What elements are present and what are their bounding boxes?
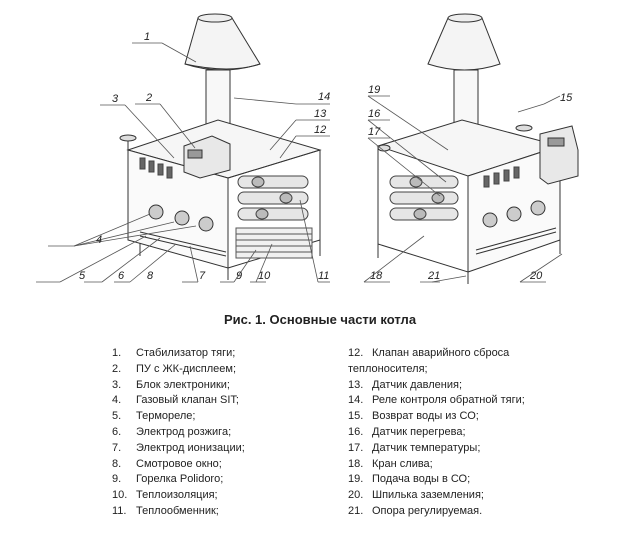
callout-7: 7 bbox=[199, 270, 206, 282]
legend-number: 3. bbox=[112, 378, 122, 391]
callout-18: 18 bbox=[370, 270, 383, 282]
legend-number: 7. bbox=[112, 441, 122, 454]
callout-16: 16 bbox=[368, 108, 381, 120]
callout-14: 14 bbox=[318, 91, 330, 103]
legend-item: 15. Возврат воды из СО; bbox=[348, 409, 588, 425]
legend-number: 5. bbox=[112, 410, 122, 423]
legend-number: 14. bbox=[348, 394, 364, 407]
callout-12: 12 bbox=[314, 124, 326, 136]
legend-number: 4. bbox=[112, 394, 122, 407]
legend-text: Электрод розжига; bbox=[136, 425, 232, 438]
legend-text: ПУ с ЖК-дисплеем; bbox=[136, 362, 237, 375]
legend-item: 6. Электрод розжига; bbox=[112, 425, 322, 441]
callout-21: 21 bbox=[427, 270, 440, 282]
callout-17: 17 bbox=[368, 126, 381, 138]
legend-item: 4. Газовый клапан SIT; bbox=[112, 393, 322, 409]
legend-number: 20. bbox=[348, 489, 364, 502]
legend-text: Датчик температуры; bbox=[372, 441, 481, 454]
callout-15: 15 bbox=[560, 92, 573, 104]
legend-text: Шпилька заземления; bbox=[372, 489, 484, 502]
legend-text: Подача воды в СО; bbox=[372, 473, 471, 486]
legend-text: Горелка Polidoro; bbox=[136, 473, 224, 486]
right-boiler-view bbox=[376, 13, 579, 284]
legend-number: 1. bbox=[112, 347, 122, 359]
legend-item: 3. Блок электроники; bbox=[112, 378, 322, 394]
legend-text: Теплообменник; bbox=[136, 504, 219, 517]
legend-number: 17. bbox=[348, 441, 364, 454]
legend-text: Термореле; bbox=[136, 410, 196, 423]
legend-number: 2. bbox=[112, 362, 122, 375]
legend-text: Смотровое окно; bbox=[136, 457, 222, 470]
legend-text: Блок электроники; bbox=[136, 378, 230, 391]
legend-item: 9. Горелка Polidoro; bbox=[112, 472, 322, 488]
legend-column-right: 12. Клапан аварийного сброса теплоносител… bbox=[348, 346, 588, 520]
legend-number: 11. bbox=[112, 504, 127, 517]
legend-item: 5. Термореле; bbox=[112, 409, 322, 425]
legend-item: 1. Стабилизатор тяги; bbox=[112, 346, 322, 362]
legend-text: Газовый клапан SIT; bbox=[136, 394, 239, 407]
legend-text: Реле контроля обратной тяги; bbox=[372, 394, 525, 407]
callout-6: 6 bbox=[118, 270, 125, 282]
legend-number: 12. bbox=[348, 347, 364, 359]
legend-item: 12. Клапан аварийного сброса теплоносител… bbox=[348, 346, 588, 378]
callout-20: 20 bbox=[529, 270, 543, 282]
legend-item: 18. Кран слива; bbox=[348, 457, 588, 473]
legend-item: 21. Опора регулируемая. bbox=[348, 504, 588, 520]
legend-text: Электрод ионизации; bbox=[136, 441, 245, 454]
legend-number: 18. bbox=[348, 457, 364, 470]
legend-text: Клапан аварийного сброса bbox=[372, 347, 510, 359]
legend-text: Датчик давления; bbox=[372, 378, 463, 391]
legend-text: Стабилизатор тяги; bbox=[136, 347, 236, 359]
legend-item: 19. Подача воды в СО; bbox=[348, 472, 588, 488]
callout-13: 13 bbox=[314, 108, 327, 120]
legend-item: 20. Шпилька заземления; bbox=[348, 488, 588, 504]
callout-8: 8 bbox=[147, 270, 154, 282]
legend-number: 8. bbox=[112, 457, 122, 470]
legend-number: 16. bbox=[348, 425, 364, 438]
legend-item: 8. Смотровое окно; bbox=[112, 457, 322, 473]
callout-9: 9 bbox=[236, 270, 242, 282]
legend-text-continued: теплоносителя; bbox=[348, 362, 428, 375]
callout-3: 3 bbox=[112, 93, 119, 105]
legend-number: 19. bbox=[348, 473, 364, 486]
legend-number: 6. bbox=[112, 425, 122, 438]
callout-10: 10 bbox=[258, 270, 271, 282]
legend-text: Возврат воды из СО; bbox=[372, 410, 479, 423]
legend-item: 7. Электрод ионизации; bbox=[112, 441, 322, 457]
legend-number: 10. bbox=[112, 489, 128, 502]
callout-5: 5 bbox=[79, 270, 86, 282]
legend-number: 21. bbox=[348, 504, 364, 517]
legend-item: 2. ПУ с ЖК-дисплеем; bbox=[112, 362, 322, 378]
legend-number: 9. bbox=[112, 473, 122, 486]
legend-item: 11. Теплообменник; bbox=[112, 504, 322, 520]
callout-11: 11 bbox=[318, 270, 329, 282]
left-boiler-view bbox=[119, 13, 322, 280]
legend-text: Опора регулируемая. bbox=[372, 504, 483, 517]
legend-column-left: 1. Стабилизатор тяги; 2. ПУ с ЖК-дисплеем;… bbox=[112, 346, 322, 520]
legend-text: Кран слива; bbox=[372, 457, 433, 470]
callout-4: 4 bbox=[96, 234, 102, 246]
legend-number: 13. bbox=[348, 378, 364, 391]
legend-item: 17. Датчик температуры; bbox=[348, 441, 588, 457]
callout-19: 19 bbox=[368, 84, 380, 96]
legend-item: 16. Датчик перегрева; bbox=[348, 425, 588, 441]
legend-item: 10. Теплоизоляция; bbox=[112, 488, 322, 504]
legend-item: 14. Реле контроля обратной тяги; bbox=[348, 393, 588, 409]
callout-1: 1 bbox=[144, 31, 150, 43]
legend-number: 15. bbox=[348, 410, 364, 423]
callout-2: 2 bbox=[145, 92, 152, 104]
legend-text: Теплоизоляция; bbox=[136, 489, 218, 502]
legend-item: 13. Датчик давления; bbox=[348, 378, 588, 394]
boiler-diagram: 1 2 3 14 13 12 4 5 6 8 7 9 10 11 19 16 1… bbox=[36, 13, 579, 284]
figure-caption: Рис. 1. Основные части котла bbox=[223, 312, 417, 327]
legend-text: Датчик перегрева; bbox=[372, 425, 466, 438]
